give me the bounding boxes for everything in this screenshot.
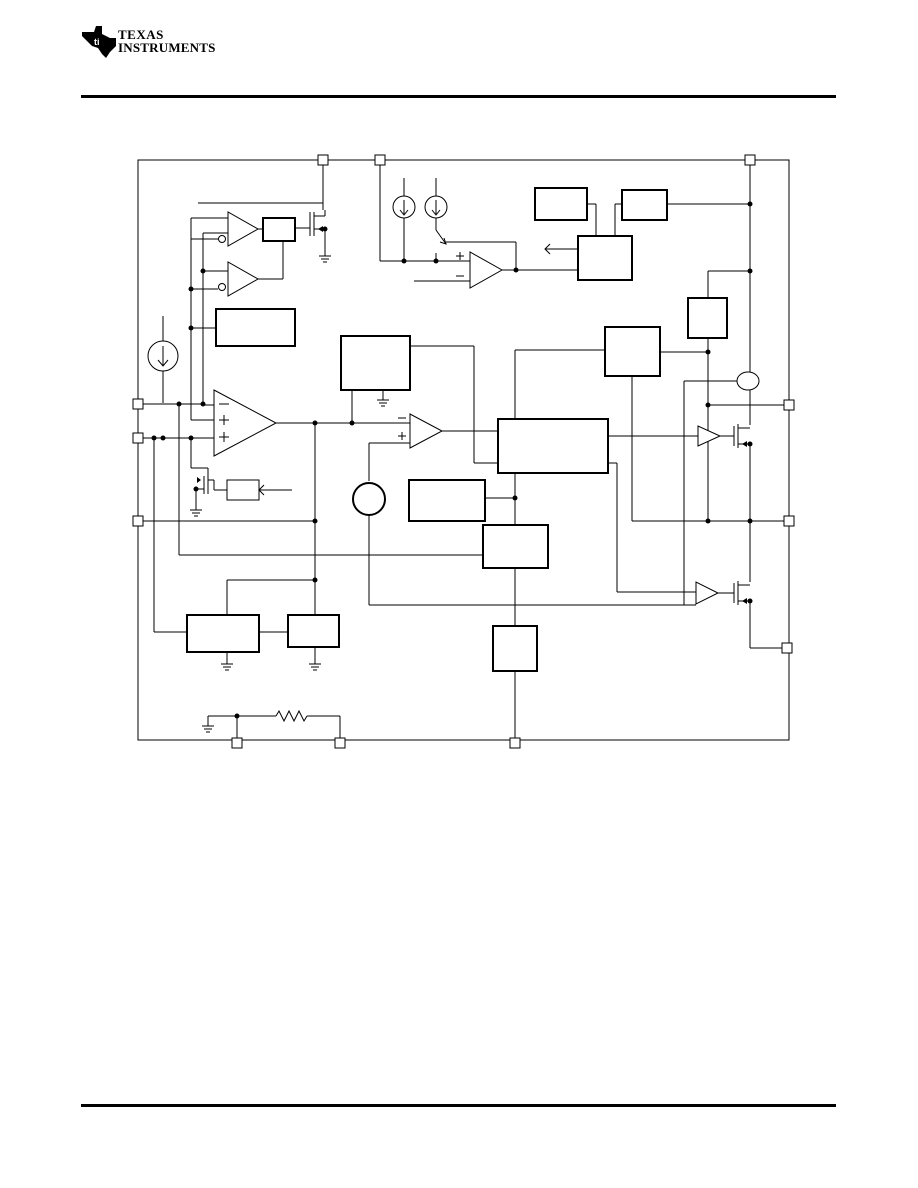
texas-state-icon <box>82 26 116 58</box>
pwm-comparator <box>368 413 498 481</box>
gate-logic-block <box>577 235 633 281</box>
oscillator-block <box>340 335 411 391</box>
thermal-block <box>287 614 340 648</box>
pin-right-3 <box>781 642 793 654</box>
reference-block <box>215 308 296 347</box>
error-amplifier <box>190 389 410 457</box>
device-outline <box>137 159 790 741</box>
uvlo-block <box>186 614 260 653</box>
mode-block-1 <box>534 187 588 221</box>
pin-right-1 <box>783 399 795 411</box>
enable-block <box>492 625 538 672</box>
logo-line1: TEXAS <box>118 27 164 42</box>
ti-logo: ti <box>82 26 116 58</box>
bootstrap-block <box>687 297 728 339</box>
pin-left-2 <box>132 432 144 444</box>
pin-bottom-2 <box>334 737 346 749</box>
pin-bottom-1 <box>231 737 243 749</box>
sense-block <box>604 326 661 377</box>
top-left-fet-stage <box>188 165 331 405</box>
soft-start-fet <box>190 438 292 517</box>
logo-wordmark: TEXAS INSTRUMENTS <box>118 28 216 54</box>
pin-left-3 <box>132 515 144 527</box>
driver-logic-block <box>482 524 549 569</box>
ramp-current-source <box>352 482 386 516</box>
footer-rule <box>81 1104 836 1107</box>
logo-line2: INSTRUMENTS <box>118 40 216 55</box>
pin-right-2 <box>783 515 795 527</box>
current-source-left <box>147 316 179 403</box>
pin-bottom-3 <box>509 737 521 749</box>
top-center-circuit <box>379 165 578 289</box>
bottom-left-blocks <box>186 420 340 671</box>
low-side-driver <box>608 462 784 649</box>
pin-top-1 <box>317 154 329 166</box>
left-pins <box>132 398 483 633</box>
pin-top-2 <box>374 154 386 166</box>
bottom-resistor-network <box>202 709 341 738</box>
mode-block-2 <box>621 189 668 221</box>
high-side-driver <box>608 424 753 582</box>
header-rule <box>81 95 836 98</box>
svg-text:ti: ti <box>94 37 100 47</box>
current-sense <box>736 371 760 391</box>
control-logic-block <box>497 418 609 474</box>
pin-left-1 <box>132 398 144 410</box>
current-limit-block <box>408 479 486 522</box>
pin-top-3 <box>744 154 756 166</box>
